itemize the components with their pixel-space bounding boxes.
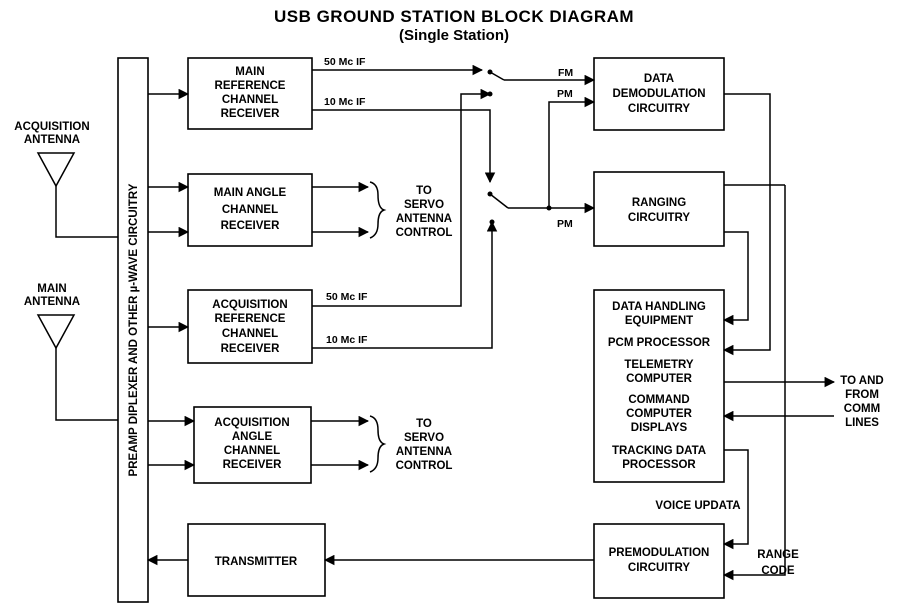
main-angle-rx-line-2: CHANNEL: [222, 204, 278, 216]
acquisition-reference-channel-receiver: [187, 289, 313, 364]
main-angle-rx-line-3: RECEIVER: [221, 220, 280, 232]
servo-top-line-2: SERVO: [404, 199, 444, 211]
servo-bottom-line-3: ANTENNA: [396, 446, 452, 458]
dhe-line-9: TRACKING DATA: [612, 445, 706, 457]
dhe-line-7: COMPUTER: [626, 408, 693, 420]
dhe-line-6: COMMAND: [628, 394, 689, 406]
main-ref-rx-line-2: REFERENCE: [215, 80, 286, 92]
main-antenna-label-1: MAIN: [37, 283, 66, 295]
main-ref-rx-line-1: MAIN: [235, 66, 264, 78]
range-code-line-2: CODE: [761, 565, 795, 577]
dhe-line-8: DISPLAYS: [631, 422, 688, 434]
main-reference-channel-receiver: [187, 57, 313, 130]
if10-top-label: 10 Mc IF: [324, 96, 366, 108]
pm-bottom-label: PM: [557, 218, 573, 230]
fm-label: FM: [558, 67, 573, 79]
diagram-title: USB GROUND STATION BLOCK DIAGRAM: [274, 7, 634, 26]
servo-top-line-3: ANTENNA: [396, 213, 452, 225]
acq-ref-rx-line-1: ACQUISITION: [212, 299, 287, 311]
data-demod-line-3: CIRCUITRY: [628, 103, 691, 115]
voice-updata-label: VOICE UPDATA: [655, 500, 740, 512]
dhe-line-5: COMPUTER: [626, 373, 693, 385]
main-angle-rx-line-1: MAIN ANGLE: [214, 187, 287, 199]
if50-top-label: 50 Mc IF: [324, 56, 366, 68]
acquisition-antenna-label-2: ANTENNA: [24, 134, 80, 146]
acq-ref-rx-line-4: RECEIVER: [221, 343, 280, 355]
main-antenna-icon: [36, 314, 76, 350]
comm-line-3: COMM: [844, 403, 880, 415]
premodulation-circuitry: [593, 523, 725, 599]
acq-ref-rx-line-2: REFERENCE: [215, 313, 286, 325]
servo-top-line-4: CONTROL: [396, 227, 453, 239]
dhe-line-2: EQUIPMENT: [625, 315, 693, 327]
servo-bottom-line-4: CONTROL: [396, 460, 453, 472]
ranging-line-2: CIRCUITRY: [628, 212, 691, 224]
ranging-circuitry: [593, 171, 725, 247]
comm-line-1: TO AND: [840, 375, 883, 387]
data-demod-line-2: DEMODULATION: [612, 88, 705, 100]
preamp-label: PREAMP DIPLEXER AND OTHER µ-WAVE CIRCUIT…: [128, 183, 140, 476]
transmitter-label: TRANSMITTER: [215, 556, 298, 568]
main-antenna: MAIN ANTENNA: [24, 283, 118, 421]
premod-line-1: PREMODULATION: [609, 547, 710, 559]
acq-ref-rx-line-3: CHANNEL: [222, 328, 278, 340]
acquisition-antenna-label-1: ACQUISITION: [14, 121, 89, 133]
servo-bottom-line-1: TO: [416, 418, 432, 430]
diagram-subtitle: (Single Station): [399, 27, 509, 44]
acquisition-antenna: ACQUISITION ANTENNA: [14, 121, 118, 238]
pm-top-label: PM: [557, 88, 573, 100]
dhe-line-4: TELEMETRY: [624, 359, 694, 371]
premod-line-2: CIRCUITRY: [628, 562, 691, 574]
main-antenna-label-2: ANTENNA: [24, 296, 80, 308]
servo-top-line-1: TO: [416, 185, 432, 197]
data-handling-equipment-block: [593, 289, 725, 483]
acq-angle-rx-line-4: RECEIVER: [223, 459, 282, 471]
dhe-line-3: PCM PROCESSOR: [608, 337, 711, 349]
acq-angle-rx-line-2: ANGLE: [232, 431, 273, 443]
data-demod-line-1: DATA: [644, 73, 674, 85]
comm-line-4: LINES: [845, 417, 879, 429]
preamp-diplexer-block: [117, 57, 149, 603]
if50-acq-label: 50 Mc IF: [326, 291, 368, 303]
servo-bottom-line-2: SERVO: [404, 432, 444, 444]
main-ref-rx-line-4: RECEIVER: [221, 108, 280, 120]
acquisition-antenna-icon: [36, 152, 76, 188]
if10-acq-label: 10 Mc IF: [326, 334, 368, 346]
acquisition-angle-channel-receiver: [193, 406, 312, 484]
dhe-line-10: PROCESSOR: [622, 459, 696, 471]
data-demodulation-circuitry: [593, 57, 725, 131]
acq-angle-rx-line-3: CHANNEL: [224, 445, 280, 457]
comm-line-2: FROM: [845, 389, 879, 401]
main-ref-rx-line-3: CHANNEL: [222, 94, 278, 106]
ranging-line-1: RANGING: [632, 197, 686, 209]
dhe-line-1: DATA HANDLING: [612, 301, 706, 313]
acq-angle-rx-line-1: ACQUISITION: [214, 417, 289, 429]
range-code-line-1: RANGE: [757, 549, 799, 561]
main-angle-channel-receiver: [187, 173, 313, 247]
